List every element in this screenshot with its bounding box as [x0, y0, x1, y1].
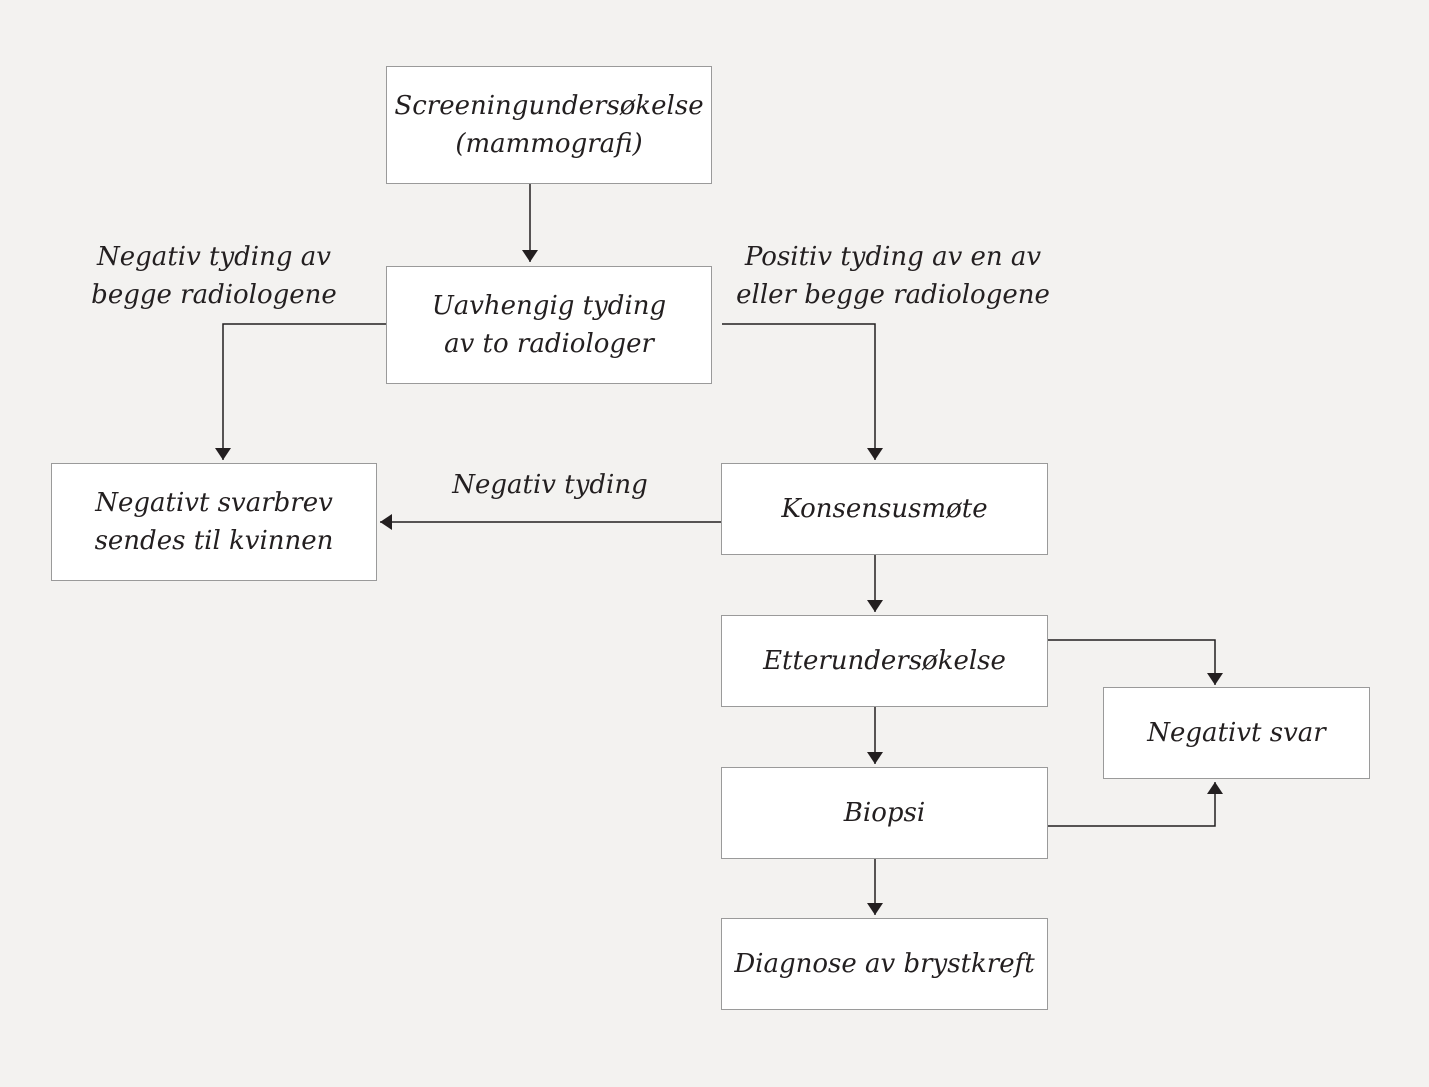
- node-screening: Screeningundersøkelse (mammografi): [386, 66, 712, 184]
- node-followup: Etterundersøkelse: [721, 615, 1048, 707]
- arrow-reading-to-negative-letter: [215, 323, 386, 460]
- node-followup-label: Etterundersøkelse: [763, 646, 1006, 676]
- node-consensus: Konsensusmøte: [721, 463, 1048, 555]
- node-negative-letter: Negativt svarbrev sendes til kvinnen: [51, 463, 377, 581]
- arrow-biopsy-to-negative-answer: [1047, 782, 1223, 827]
- edge-label-negative: Negativ tyding: [452, 470, 648, 500]
- node-independent-reading-label: Uavhengig tyding av to radiologer: [431, 291, 667, 359]
- node-biopsy: Biopsi: [721, 767, 1048, 859]
- arrow-reading-to-consensus: [722, 323, 883, 460]
- node-screening-label: Screeningundersøkelse (mammografi): [394, 91, 704, 159]
- node-diagnosis-label: Diagnose av brystkreft: [734, 949, 1035, 979]
- node-negative-letter-label: Negativt svarbrev sendes til kvinnen: [94, 488, 334, 556]
- node-biopsy-label: Biopsi: [843, 798, 926, 828]
- node-consensus-label: Konsensusmøte: [781, 494, 988, 524]
- node-negative-answer-label: Negativt svar: [1147, 718, 1326, 748]
- node-diagnosis: Diagnose av brystkreft: [721, 918, 1048, 1010]
- edge-label-positive-one-or-both: Positiv tyding av en av eller begge radi…: [736, 242, 1050, 310]
- node-independent-reading: Uavhengig tyding av to radiologer: [386, 266, 712, 384]
- node-negative-answer: Negativt svar: [1103, 687, 1370, 779]
- arrow-followup-to-negative-answer: [1047, 639, 1223, 685]
- edge-label-negative-both: Negativ tyding av begge radiologene: [91, 242, 337, 310]
